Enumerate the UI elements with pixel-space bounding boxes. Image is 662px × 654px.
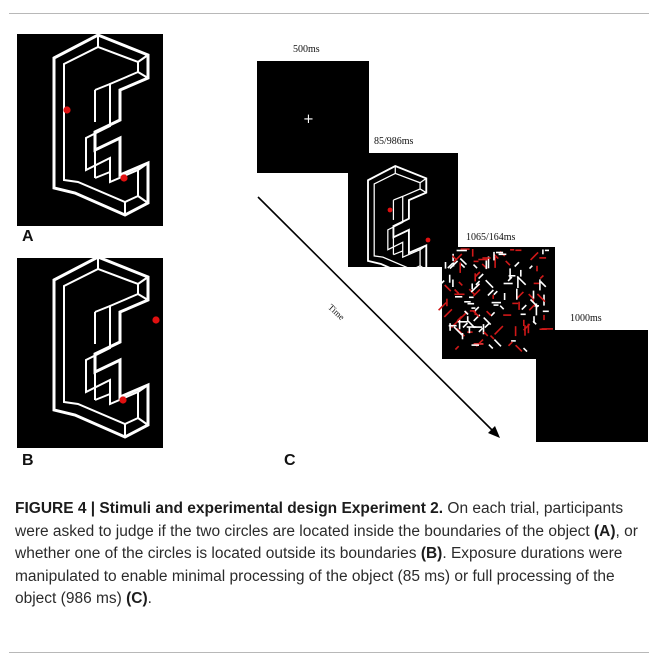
mask-stroke	[489, 335, 495, 340]
mask-stroke	[475, 280, 481, 286]
caption-figure-label: FIGURE 4 | Stimuli and experimental desi…	[15, 500, 444, 517]
mask-stroke	[459, 257, 468, 266]
caption-ref-a: (A)	[594, 522, 616, 540]
mask-stroke	[516, 275, 527, 286]
stimulus-duration-label: 85/986ms	[374, 136, 414, 147]
mask-stroke	[474, 271, 481, 278]
caption-text-3: . Exposure durations were manipulated to…	[15, 545, 623, 608]
mask-stroke	[490, 311, 496, 317]
target-dot-c-lower	[425, 237, 431, 243]
mask-stroke	[485, 279, 494, 289]
caption-ref-b: (B)	[420, 545, 443, 563]
mask-stroke	[499, 305, 505, 310]
mask-stroke	[505, 260, 511, 266]
mask-stroke	[516, 291, 524, 300]
mask-stroke	[486, 310, 492, 317]
caption-text-1: On each trial, participants were asked t…	[15, 500, 624, 540]
blank-duration-label: 1000ms	[570, 313, 602, 324]
panel-a-label: A	[22, 228, 34, 245]
mask-stroke	[487, 289, 494, 297]
panel-b-stimulus	[17, 255, 163, 448]
mask-stroke	[488, 344, 494, 350]
mask-stroke	[478, 273, 484, 280]
time-arrow-line	[257, 196, 495, 433]
target-dot-b-outside	[152, 316, 160, 324]
mask-stroke	[539, 280, 547, 288]
mask-stroke	[507, 276, 513, 282]
mask-stroke	[443, 308, 453, 318]
mask-stroke	[493, 290, 498, 296]
mask-stroke	[493, 339, 502, 347]
target-dot-a-lower	[120, 174, 128, 182]
mask-stroke	[456, 315, 463, 322]
mask-stroke	[515, 344, 523, 352]
mask-stroke	[472, 288, 481, 297]
mask-duration-label: 1065/164ms	[466, 232, 516, 243]
target-dot-a-upper	[63, 106, 71, 114]
mask-stroke	[478, 327, 484, 333]
mask-stroke	[447, 262, 454, 269]
fixation-cross: +	[303, 112, 314, 127]
mask-stroke	[450, 320, 459, 329]
caption-text-2: , or whether one of the circles is locat…	[15, 522, 638, 563]
top-rule	[9, 13, 649, 14]
mask-stroke	[529, 298, 539, 308]
mask-stroke	[470, 283, 481, 293]
mask-stroke	[462, 322, 469, 329]
figure-caption: FIGURE 4 | Stimuli and experimental desi…	[15, 498, 645, 611]
target-dot-b-inside	[119, 396, 127, 404]
mask-stroke	[449, 260, 459, 270]
mask-stroke	[536, 293, 546, 303]
mask-stroke	[451, 255, 457, 261]
caption-text-4: .	[147, 590, 152, 608]
mask-noise-pattern	[438, 248, 553, 353]
panel-a-stimulus	[17, 33, 163, 226]
mask-stroke	[444, 284, 452, 292]
fixation-duration-label: 500ms	[293, 44, 320, 55]
mask-stroke	[464, 310, 469, 316]
mask-stroke	[528, 303, 536, 311]
mask-stroke	[472, 264, 478, 269]
mask-stroke	[472, 310, 480, 318]
target-dot-c-upper	[387, 207, 393, 213]
mask-stroke	[528, 265, 533, 270]
mask-stroke	[483, 331, 489, 337]
mask-stroke	[530, 251, 539, 261]
time-arrow-head	[488, 426, 500, 438]
mask-stroke	[539, 274, 544, 280]
mask-stroke	[507, 341, 513, 347]
mask-stroke	[514, 261, 520, 268]
mask-stroke	[439, 280, 445, 286]
mask-stroke	[522, 347, 528, 353]
mask-stroke	[467, 320, 476, 329]
mask-stroke	[454, 288, 460, 295]
mask-stroke	[494, 325, 504, 335]
mask-stroke	[521, 304, 527, 311]
mask-stroke	[438, 302, 447, 311]
panel-c-label: C	[284, 452, 296, 469]
mask-stroke	[460, 263, 466, 269]
bottom-rule	[9, 652, 649, 653]
mask-stroke	[453, 253, 463, 263]
mask-stroke	[458, 281, 463, 286]
mask-stroke	[484, 322, 491, 329]
mask-stroke	[454, 345, 460, 351]
caption-ref-c: (C)	[126, 590, 148, 608]
panel-b-label: B	[22, 452, 34, 469]
mask-stroke	[528, 293, 535, 300]
mask-stroke	[453, 326, 463, 336]
blank-screen	[536, 330, 648, 442]
